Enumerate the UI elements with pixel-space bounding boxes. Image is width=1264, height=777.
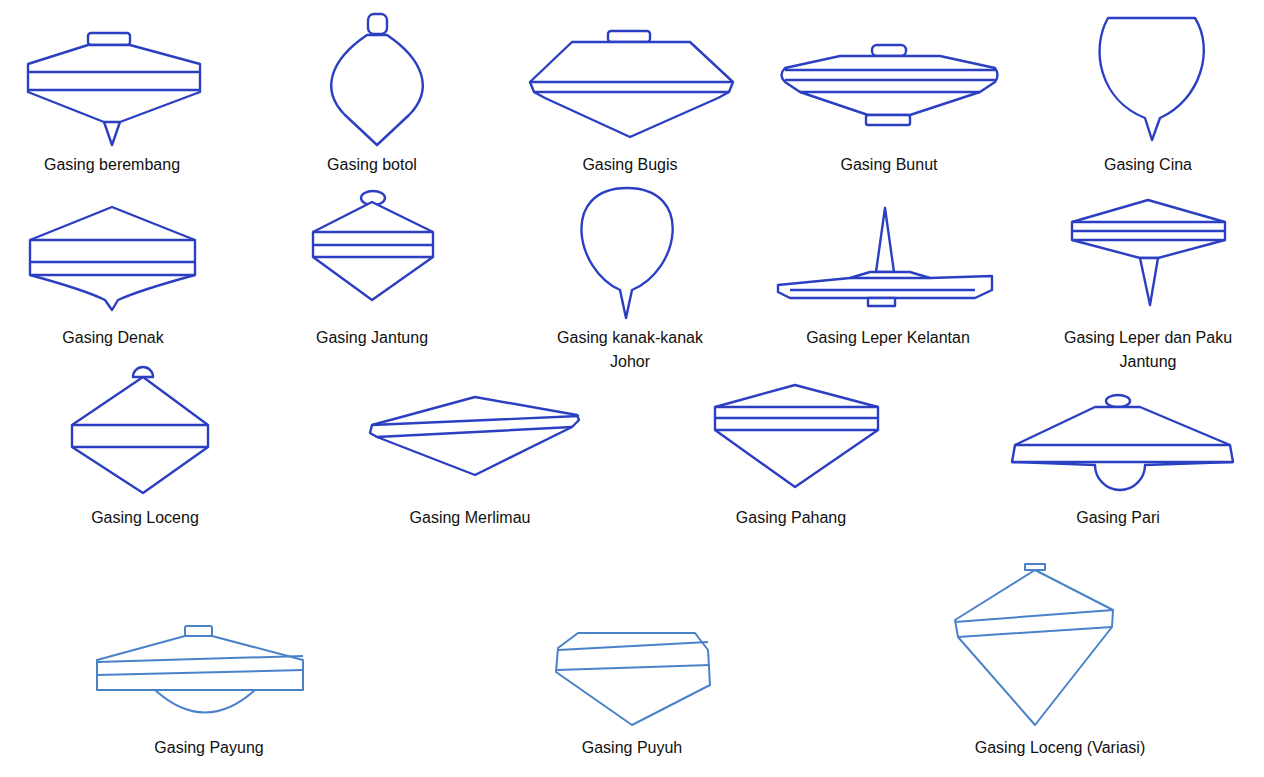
top-name-label: Gasing Loceng (Variasi) (975, 736, 1146, 760)
top-name-label: Gasing Loceng (91, 506, 199, 530)
top-bunut (782, 45, 998, 125)
top-pari (1012, 395, 1233, 490)
top-name-label: Gasing Pari (1076, 506, 1160, 530)
top-name-label: Gasing Denak (62, 326, 164, 350)
top-name-label: Gasing Bunut (841, 153, 938, 177)
top-jantung (313, 191, 433, 300)
top-leper-paku-jantung (1072, 200, 1225, 305)
top-merlimau (370, 397, 579, 475)
top-payung (97, 626, 303, 713)
top-leper-kelantan (778, 208, 992, 306)
top-name-label: Gasing Merlimau (410, 506, 531, 530)
top-name-label: Gasing Leper Kelantan (806, 326, 970, 350)
top-name-label: Gasing berembang (44, 153, 181, 177)
top-loceng (72, 367, 208, 493)
top-name-label: Gasing kanak-kanak Johor (543, 326, 718, 374)
top-name-label: Gasing Pahang (736, 506, 847, 530)
top-name-label: Gasing Bugis (582, 153, 678, 177)
top-berembang (28, 33, 200, 145)
top-denak (30, 207, 195, 310)
top-bugis (530, 31, 733, 137)
top-name-label: Gasing Puyuh (582, 736, 683, 760)
top-name-label: Gasing botol (327, 153, 417, 177)
top-pahang (715, 385, 878, 487)
top-name-label: Gasing Cina (1104, 153, 1193, 177)
top-cina (1100, 18, 1204, 140)
top-name-label: Gasing Jantung (316, 326, 429, 350)
top-name-label: Gasing Leper dan Paku Jantung (1048, 326, 1248, 374)
top-loceng-variasi (955, 564, 1113, 725)
top-name-label: Gasing Payung (154, 736, 264, 760)
top-botol (331, 14, 423, 145)
top-kanak-kanak-johor (581, 188, 672, 318)
top-puyuh (556, 633, 710, 725)
